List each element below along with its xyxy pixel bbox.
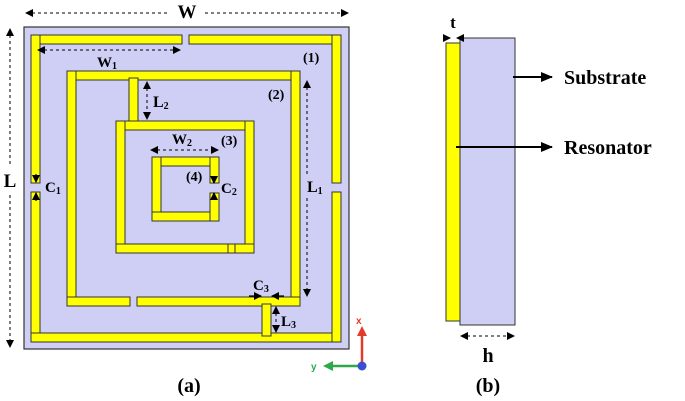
ring2-left: [66, 70, 77, 307]
label-c3: C3: [253, 278, 269, 295]
dimension-c3: C3: [249, 278, 284, 300]
label-resonator: Resonator: [564, 137, 652, 159]
axis-z-dot: [357, 361, 367, 371]
connector-l3: [261, 303, 272, 337]
dimension-c2: C2: [210, 176, 237, 200]
label-w2: W2: [172, 132, 192, 149]
ring3-right: [244, 120, 255, 254]
ring1-right-upper: [331, 34, 342, 184]
ring4-top: [151, 156, 220, 167]
ring3-left: [115, 120, 126, 254]
ring-label-2: (2): [268, 88, 285, 103]
resonator-callout: Resonator: [456, 137, 652, 159]
dimension-l1: L1: [303, 80, 323, 297]
label-h: h: [482, 345, 493, 367]
axis-y-label: y: [311, 362, 317, 373]
spiral-resonator: [30, 34, 342, 343]
ring2-top: [66, 70, 301, 81]
caption-b: (b): [476, 375, 500, 397]
dimension-h: h: [460, 332, 515, 367]
ring3-top: [115, 120, 255, 131]
ring3-bottom-left: [115, 243, 229, 254]
label-w: W: [178, 2, 197, 23]
panel-b: t h Substrate Resonator (b): [443, 13, 652, 397]
label-l: L: [4, 171, 17, 192]
ring-label-4: (4): [186, 170, 203, 185]
label-w1: W1: [97, 55, 117, 72]
label-l1: L1: [307, 179, 323, 197]
ring2-bottom-left: [66, 296, 131, 307]
label-l2: L2: [153, 94, 169, 112]
dimension-l3: L3: [272, 306, 296, 333]
ring1-top-right: [188, 34, 342, 45]
dimension-t: t: [443, 13, 464, 42]
ring2-bottom-right: [136, 296, 301, 307]
label-l3: L3: [281, 314, 296, 331]
caption-a: (a): [177, 375, 200, 397]
label-c2: C2: [221, 181, 237, 198]
ring1-bottom: [30, 332, 342, 343]
axis-x-label: x: [356, 316, 362, 327]
ring1-left-upper: [30, 34, 41, 184]
dimension-w1: W1: [37, 46, 181, 72]
resonator-layer: [445, 42, 461, 322]
panel-a: W L W1 L2 W2 L1: [4, 2, 367, 397]
substrate-callout: Substrate: [513, 67, 646, 89]
substrate-layer: [459, 37, 516, 326]
ring4-left: [151, 156, 162, 222]
axes-indicator: x y: [311, 316, 367, 373]
ring3-ring4-link: [227, 243, 236, 254]
dimension-w: W: [25, 2, 349, 23]
label-t: t: [450, 13, 456, 32]
ring-label-1: (1): [303, 51, 320, 66]
ring-label-3: (3): [221, 134, 238, 149]
dimension-c1: C1: [32, 174, 61, 201]
connector-l2: [128, 77, 139, 124]
ring4-bottom: [151, 211, 220, 222]
ring1-top-left: [30, 34, 183, 45]
label-substrate: Substrate: [564, 67, 646, 89]
ring2-right: [290, 70, 301, 307]
dimension-l: L: [4, 28, 17, 348]
ring1-right-lower: [331, 191, 342, 343]
ring3-bottom-right: [234, 243, 255, 254]
dimension-l2: L2: [143, 81, 169, 120]
ring1-left-lower: [30, 191, 41, 343]
dimension-w2: W2: [150, 132, 219, 154]
label-c1: C1: [45, 180, 61, 197]
